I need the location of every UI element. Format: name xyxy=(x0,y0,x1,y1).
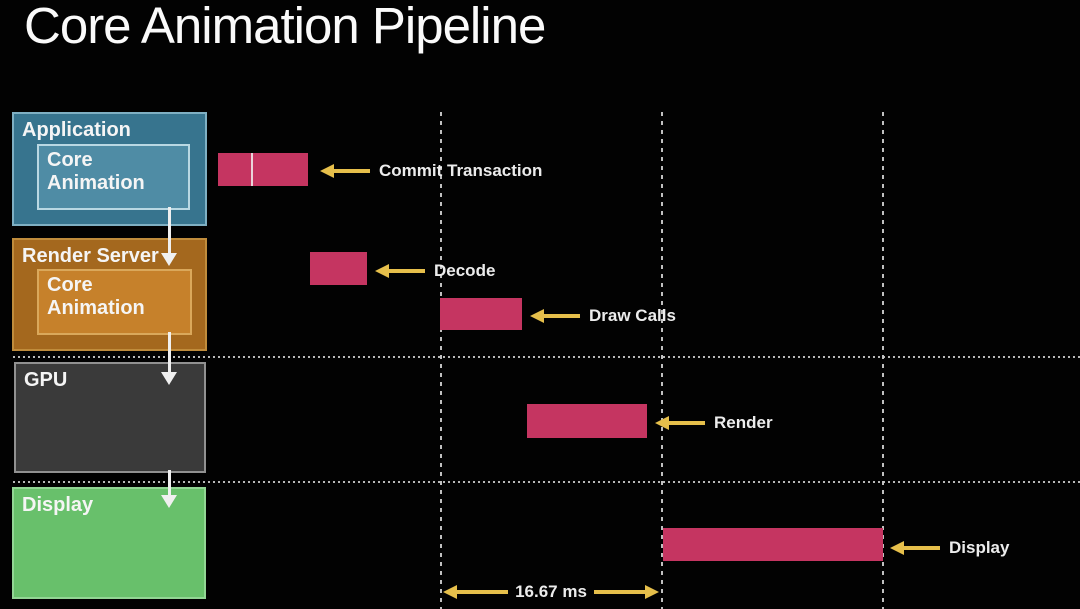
lane-render-server-box: Render Server Core Animation xyxy=(12,238,207,351)
down-arrow-head-icon xyxy=(161,372,177,385)
annotation-draw-calls: Draw Calls xyxy=(530,306,676,326)
down-arrow-icon xyxy=(168,470,171,495)
bar-commit-divider xyxy=(251,153,253,186)
bar-decode xyxy=(310,252,367,285)
lane-render-server-label: Render Server xyxy=(22,245,159,267)
right-arrow-icon xyxy=(645,585,659,599)
application-core-animation-box: Core Animation xyxy=(37,144,190,210)
bar-draw-calls xyxy=(440,298,522,330)
left-arrow-icon xyxy=(530,309,544,323)
left-arrow-icon xyxy=(375,264,389,278)
annotation-display: Display xyxy=(890,538,1009,558)
page-title: Core Animation Pipeline xyxy=(24,0,546,54)
annotation-label: Draw Calls xyxy=(589,306,676,325)
down-arrow-icon xyxy=(168,332,171,372)
bar-render xyxy=(527,404,647,438)
lane-display-label: Display xyxy=(22,494,94,516)
left-arrow-icon xyxy=(890,541,904,555)
left-arrow-icon xyxy=(655,416,669,430)
lane-gpu-label: GPU xyxy=(24,369,68,391)
frame-interval-label: 16.67 ms xyxy=(515,582,587,601)
render-server-core-animation-box: Core Animation xyxy=(37,269,192,335)
vertical-gridline-1 xyxy=(440,112,442,609)
arrow-shaft xyxy=(669,421,705,425)
annotation-label: Render xyxy=(714,413,773,432)
left-arrow-icon xyxy=(320,164,334,178)
arrow-shaft xyxy=(334,169,370,173)
bar-display xyxy=(663,528,883,561)
left-arrow-icon xyxy=(443,585,457,599)
frame-interval-annotation: 16.67 ms xyxy=(443,582,659,602)
annotation-decode: Decode xyxy=(375,261,495,281)
arrow-shaft xyxy=(904,546,940,550)
lane-application-box: Application Core Animation xyxy=(12,112,207,226)
annotation-commit-transaction: Commit Transaction xyxy=(320,161,542,181)
arrow-shaft xyxy=(544,314,580,318)
arrow-shaft xyxy=(457,590,509,594)
annotation-label: Display xyxy=(949,538,1010,557)
lane-gpu-box: GPU xyxy=(14,362,206,473)
lane-application-label: Application xyxy=(22,119,131,141)
down-arrow-head-icon xyxy=(161,495,177,508)
annotation-label: Decode xyxy=(434,261,496,280)
render-server-core-animation-label: Core Animation xyxy=(47,274,145,319)
down-arrow-icon xyxy=(168,207,171,253)
vertical-gridline-3 xyxy=(882,112,884,609)
horizontal-separator-display xyxy=(13,481,1080,483)
annotation-label: Commit Transaction xyxy=(379,161,543,180)
annotation-render: Render xyxy=(655,413,773,433)
horizontal-separator-gpu xyxy=(13,356,1080,358)
application-core-animation-label: Core Animation xyxy=(47,149,145,194)
vertical-gridline-2 xyxy=(661,112,663,609)
bar-commit-transaction xyxy=(218,153,308,186)
arrow-shaft xyxy=(389,269,425,273)
down-arrow-head-icon xyxy=(161,253,177,266)
arrow-shaft xyxy=(593,590,645,594)
